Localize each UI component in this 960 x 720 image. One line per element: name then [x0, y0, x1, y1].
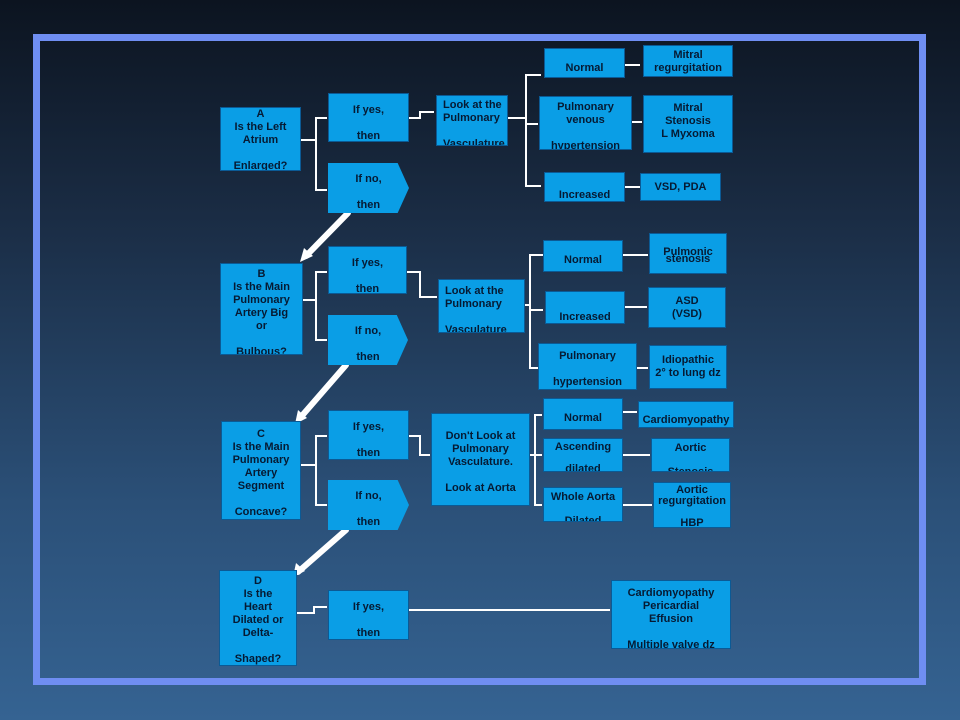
node-a-if-no: If no, then: [328, 163, 409, 213]
node-a-increased: Increased: [544, 172, 625, 202]
node-b-idiopathic: Idiopathic 2° to lung dz: [649, 345, 727, 389]
node-c-aortic-regurgitation: Aortic regurgitation HBP: [653, 482, 731, 528]
node-c-aortic-stenosis: Aortic Stenosis: [651, 438, 730, 472]
node-a-question: A Is the Left Atrium Enlarged?: [220, 107, 301, 171]
node-b-if-no: If no, then: [328, 315, 408, 365]
diagram-frame: [33, 34, 926, 685]
node-c-normal: Normal: [543, 398, 623, 430]
node-c-whole-aorta-dilated: Whole Aorta Dilated: [543, 487, 623, 522]
node-a-pulmonary-venous-hypertension: Pulmonary venous hypertension: [539, 96, 632, 150]
node-c-if-no: If no, then: [328, 480, 409, 530]
node-c-question: C Is the Main Pulmonary Artery Segment C…: [221, 421, 301, 520]
node-c-if-yes: If yes, then: [328, 410, 409, 460]
node-b-increased: Increased: [545, 291, 625, 324]
node-d-if-yes: If yes, then: [328, 590, 409, 640]
node-a-vsd-pda: VSD, PDA: [640, 173, 721, 201]
node-a-if-yes: If yes, then: [328, 93, 409, 142]
node-a-normal: Normal: [544, 48, 625, 78]
node-b-pulmonary-hypertension: Pulmonary hypertension: [538, 343, 637, 390]
node-d-question: D Is the Heart Dilated or Delta- Shaped?: [219, 570, 297, 666]
node-a-look-vasculature: Look at the Pulmonary Vasculature: [436, 95, 508, 146]
node-b-question: B Is the Main Pulmonary Artery Big or Bu…: [220, 263, 303, 355]
node-b-pulmonic-stenosis: Pulmonic stenosis: [649, 233, 727, 274]
node-b-look-vasculature: Look at the Pulmonary Vasculature: [438, 279, 525, 333]
node-c-dont-look: Don't Look at Pulmonary Vasculature. Loo…: [431, 413, 530, 506]
node-d-result: Cardiomyopathy Pericardial Effusion Mult…: [611, 580, 731, 649]
node-a-mitral-regurgitation: Mitral regurgitation: [643, 45, 733, 77]
node-c-ascending-dilated: Ascending dilated: [543, 438, 623, 472]
node-b-if-yes: If yes, then: [328, 246, 407, 294]
node-b-normal: Normal: [543, 240, 623, 272]
node-b-asd-vsd: ASD (VSD): [648, 287, 726, 328]
node-a-mitral-stenosis: Mitral Stenosis L Myxoma: [643, 95, 733, 153]
node-c-cardiomyopathy: Cardiomyopathy: [638, 401, 734, 428]
